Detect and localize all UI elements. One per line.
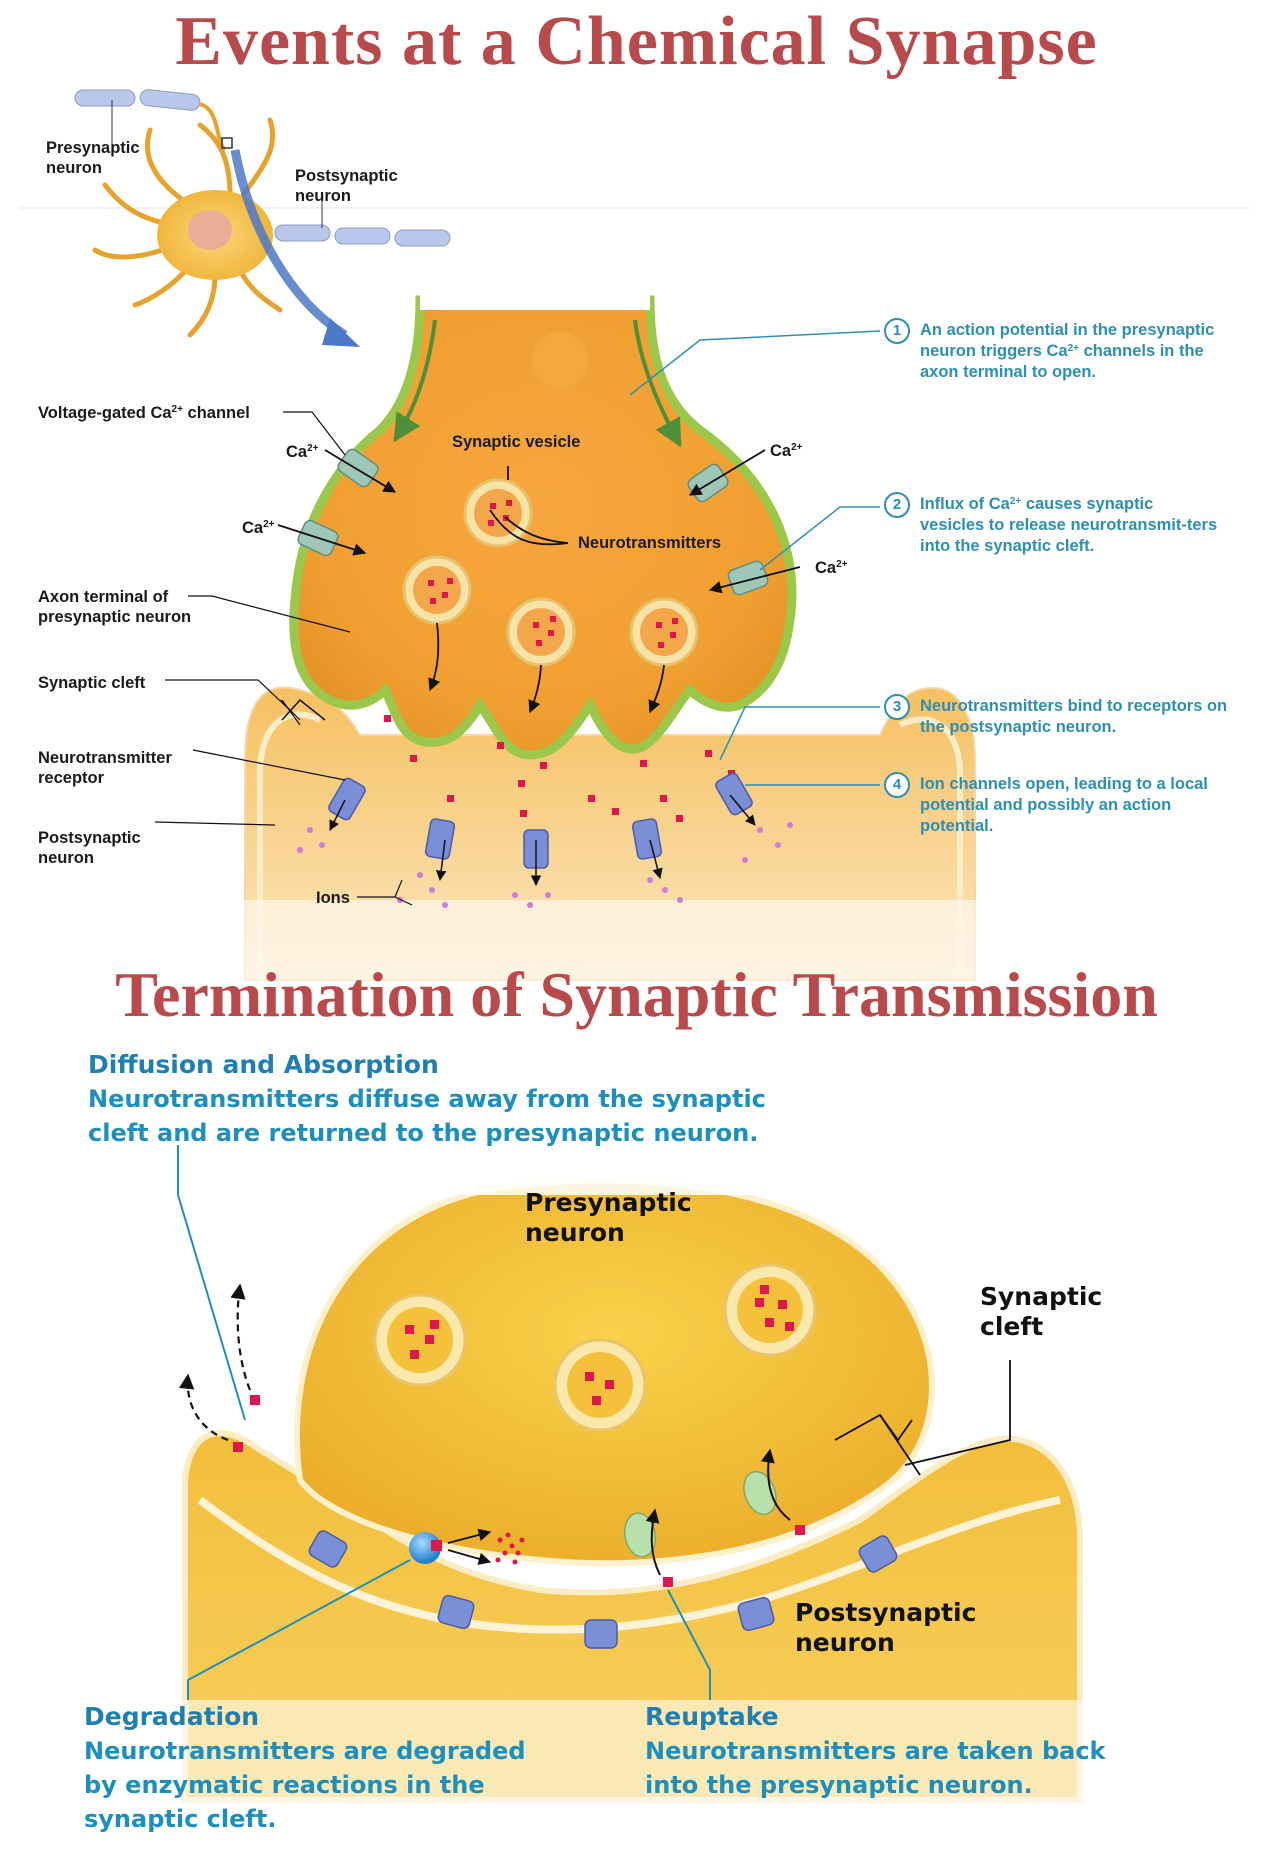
nt-receptor-label: Neurotransmitter receptor bbox=[38, 749, 172, 787]
axon-terminal-label: Axon terminal of presynaptic neuron bbox=[38, 588, 192, 626]
presynaptic-neuron-label-bottom: Presynaptic neuron bbox=[525, 1188, 692, 1247]
step-3-text: Neurotransmitters bind to receptors on t… bbox=[920, 697, 1228, 736]
section-title: Termination of Synaptic Transmission bbox=[115, 959, 1158, 1030]
postsynaptic-neuron-label-bottom: Postsynaptic neuron bbox=[795, 1598, 977, 1657]
diffusion-heading: Diffusion and Absorption bbox=[88, 1050, 439, 1079]
voltage-gated-label: Voltage-gated Ca2+ channel bbox=[38, 404, 250, 422]
synaptic-cleft-label: Synaptic cleft bbox=[38, 674, 146, 692]
synaptic-vesicle-label: Synaptic vesicle bbox=[452, 433, 581, 451]
diffusion-text: Neurotransmitters diffuse away from the … bbox=[88, 1085, 766, 1147]
step-3-number: 3 bbox=[884, 694, 910, 720]
reuptake-heading: Reuptake bbox=[645, 1702, 779, 1731]
step-1-text: An action potential in the presynaptic n… bbox=[920, 321, 1215, 381]
ca-label-2: Ca2+ bbox=[242, 519, 275, 537]
ca-channels bbox=[297, 448, 769, 596]
bottom-leader-lines bbox=[177, 1145, 711, 1700]
step-1-number: 1 bbox=[884, 318, 910, 344]
step-4-number: 4 bbox=[884, 772, 910, 798]
neurotransmitters-label: Neurotransmitters bbox=[578, 534, 722, 552]
ca-label-4: Ca2+ bbox=[815, 559, 848, 577]
step-2-number: 2 bbox=[884, 492, 910, 518]
degradation-text: Neurotransmitters are degraded by enzyma… bbox=[84, 1737, 526, 1833]
main-title: Events at a Chemical Synapse bbox=[175, 3, 1098, 80]
postsynaptic-neuron-shape bbox=[230, 686, 990, 990]
degradation-heading: Degradation bbox=[84, 1702, 260, 1731]
ca-label-3: Ca2+ bbox=[770, 442, 803, 460]
step-4-text: Ion channels open, leading to a local po… bbox=[920, 775, 1208, 835]
postsynaptic-neuron-label: Postsynaptic neuron bbox=[38, 829, 141, 867]
ca-label-1: Ca2+ bbox=[286, 443, 319, 461]
synaptic-vesicles bbox=[402, 466, 699, 714]
step-2-text: Influx of Ca2+ causes synaptic vesicles … bbox=[920, 495, 1218, 555]
postsynaptic-neuron-small-label: Postsynaptic neuron bbox=[295, 167, 398, 205]
reuptake-text: Neurotransmitters are taken back into th… bbox=[645, 1737, 1106, 1799]
top-leader-lines bbox=[154, 411, 413, 906]
synaptic-cleft-label-bottom: Synaptic cleft bbox=[980, 1282, 1103, 1341]
presynaptic-neuron-label: Presynaptic neuron bbox=[46, 139, 140, 177]
step-leader-lines bbox=[629, 330, 881, 786]
axon-terminal-shape bbox=[289, 270, 797, 760]
neuron-overview bbox=[20, 89, 1250, 347]
ions-label: Ions bbox=[316, 889, 350, 907]
bottom-synapse bbox=[170, 1150, 1100, 1810]
cleft-contents bbox=[297, 715, 793, 908]
